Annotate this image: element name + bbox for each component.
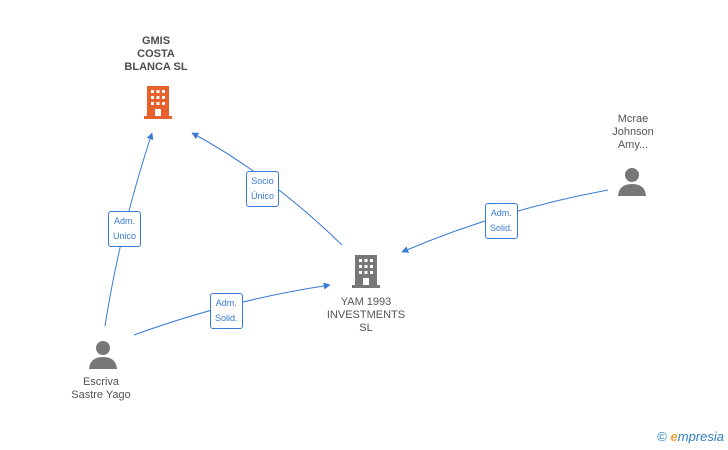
node-label-gmis[interactable]: GMIS COSTA BLANCA SL <box>124 35 188 73</box>
building-icon <box>352 255 380 288</box>
edge-label-adm-solid-escriva[interactable]: Adm. Solid. <box>210 293 243 329</box>
person-icon <box>618 168 646 196</box>
edge-label-socio-unico[interactable]: Socio Único <box>246 171 280 207</box>
building-icon <box>144 86 172 119</box>
edge-label-adm-solid-mcrae[interactable]: Adm. Solid. <box>485 203 518 239</box>
brand-initial: e <box>670 429 678 444</box>
node-label-yam[interactable]: YAM 1993 INVESTMENTS SL <box>326 296 406 334</box>
edge-label-adm-unico[interactable]: Adm. Unico <box>108 211 142 247</box>
brand-name: mpresia <box>677 429 724 444</box>
brand-logo: © empresia <box>657 429 724 444</box>
copyright-symbol: © <box>657 429 667 444</box>
person-icon <box>89 341 117 369</box>
node-label-escriva[interactable]: Escriva Sastre Yago <box>71 376 131 401</box>
node-label-mcrae[interactable]: Mcrae Johnson Amy... <box>612 113 654 151</box>
